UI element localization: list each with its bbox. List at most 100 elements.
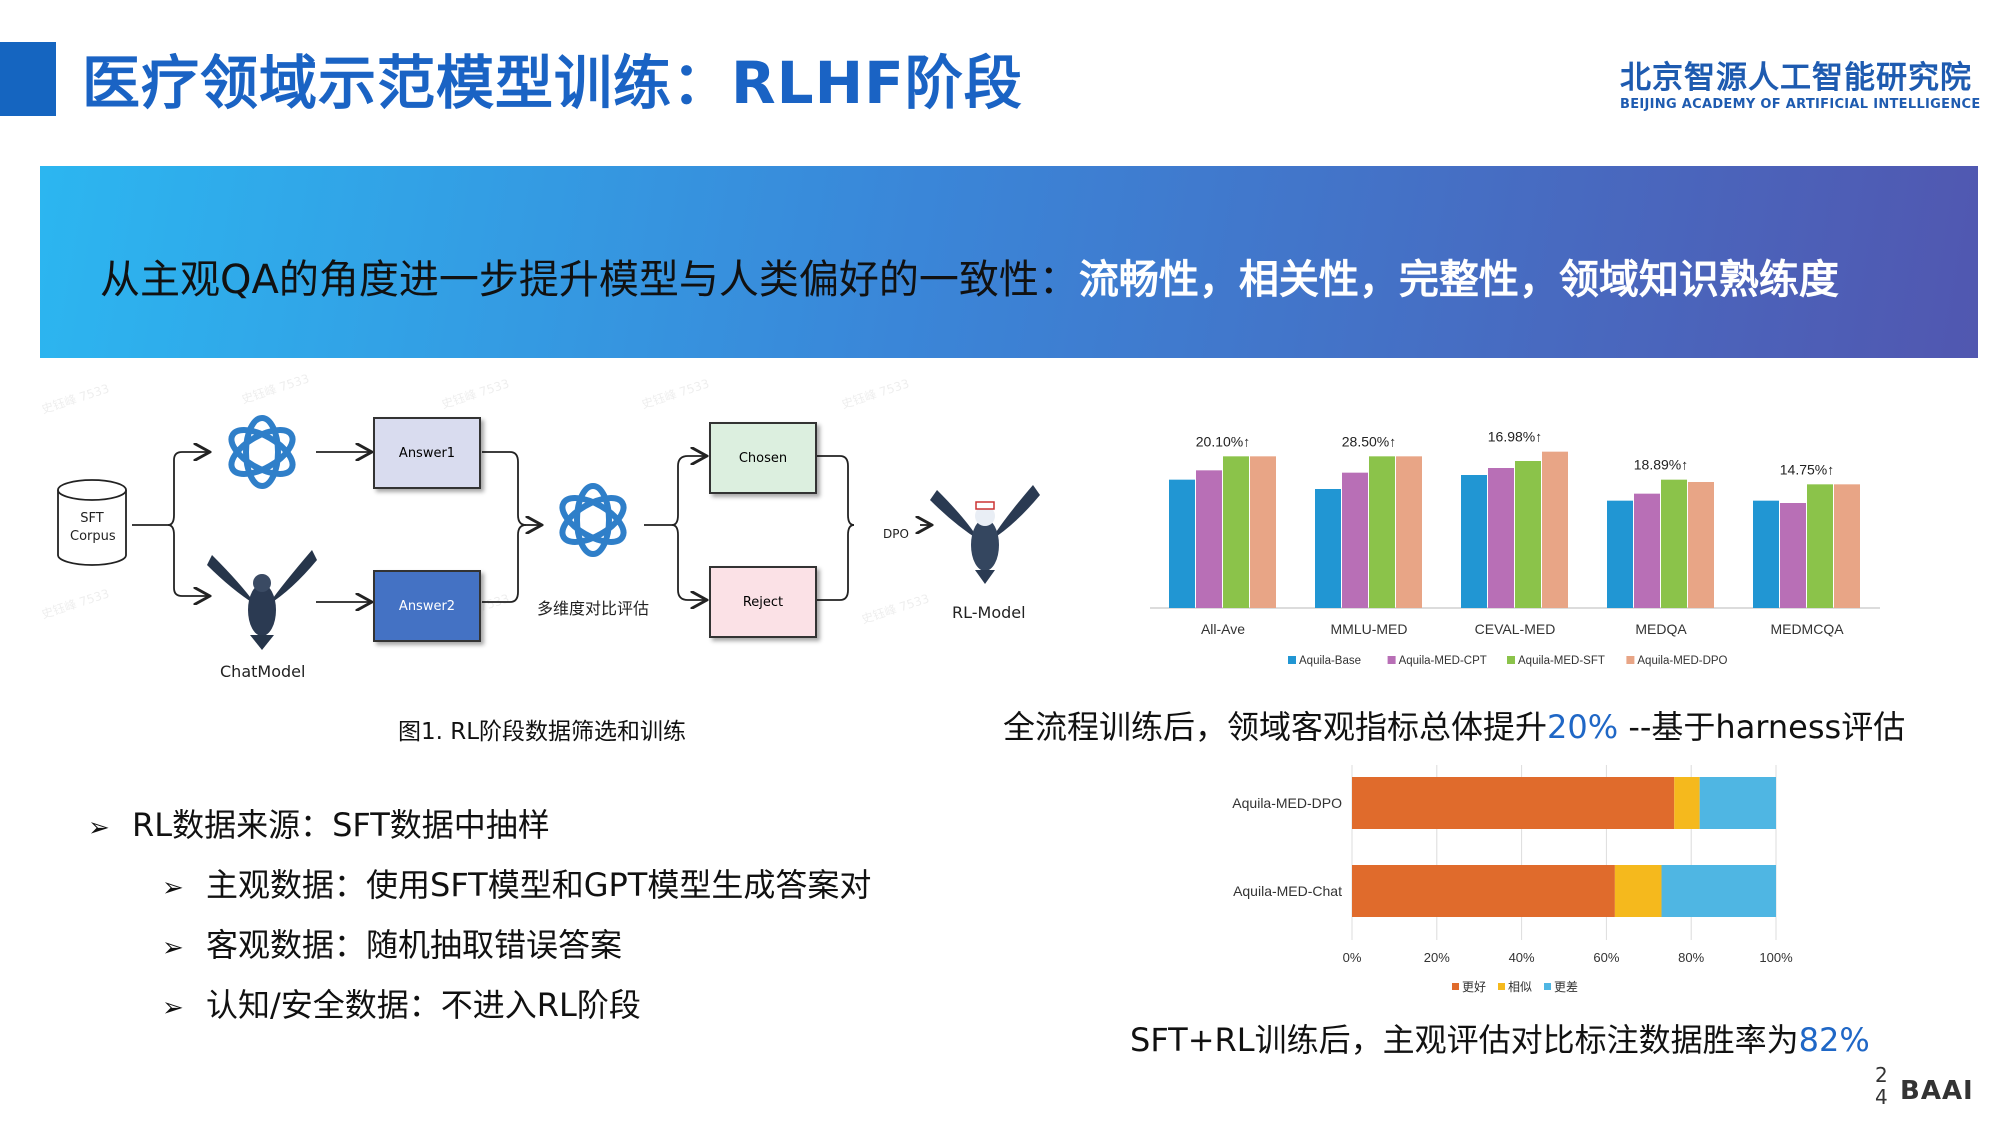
legend-label: Aquila-Base [1299, 655, 1361, 667]
arrow-bullet-icon: ➢ [162, 873, 184, 903]
stacked-bar-segment [1352, 777, 1675, 829]
data-annotation: 28.50%↑ [1342, 433, 1396, 449]
database-icon [57, 479, 127, 566]
x-tick-label: MMLU-MED [1331, 621, 1408, 637]
stacked-bar-segment [1674, 777, 1700, 829]
caption-prefix: 全流程训练后，领域客观指标总体提升 [1003, 708, 1548, 746]
banner-text-highlight: 流畅性，相关性，完整性，领域知识熟练度 [1078, 257, 1839, 303]
page-title: 医疗领域示范模型训练：RLHF阶段 [82, 49, 1023, 117]
x-tick-label: 60% [1593, 950, 1619, 965]
legend-label: 更差 [1554, 980, 1578, 994]
bar-chart-caption: 全流程训练后，领域客观指标总体提升20% --基于harness评估 [1003, 702, 1905, 748]
legend-label: Aquila-MED-DPO [1637, 655, 1727, 667]
bar [1542, 451, 1568, 608]
x-tick-label: 80% [1678, 950, 1704, 965]
bar [1342, 472, 1368, 608]
openai-logo-icon [559, 483, 627, 557]
bullet-objective: ➢ 客观数据：随机抽取错误答案 [162, 920, 622, 966]
bar [1688, 482, 1714, 608]
banner-text-plain: 从主观QA的角度进一步提升模型与人类偏好的一致性： [100, 257, 1079, 303]
legend-label: Aquila-MED-SFT [1518, 655, 1605, 667]
data-annotation: 16.98%↑ [1488, 429, 1542, 445]
eagle-icon [207, 550, 317, 650]
bar [1315, 489, 1341, 608]
baai-logo: BAAI [1900, 1076, 1974, 1106]
legend-swatch [1387, 656, 1396, 664]
flow-diagram: SFT Corpus Answer1 Answer2 Chosen Reject… [40, 390, 1060, 710]
legend-swatch [1626, 656, 1635, 664]
bullet-safety: ➢ 认知/安全数据：不进入RL阶段 [162, 980, 641, 1026]
x-tick-label: All-Ave [1201, 621, 1245, 637]
x-tick-label: 0% [1343, 950, 1362, 965]
preference-stacked-chart: 0%20%40%60%80%100%Aquila-MED-DPOAquila-M… [1232, 765, 1793, 994]
legend-swatch [1544, 983, 1551, 990]
banner-text: 从主观QA的角度进一步提升模型与人类偏好的一致性：流畅性，相关性，完整性，领域知… [100, 247, 1839, 305]
stacked-bar-segment [1352, 865, 1615, 917]
bar [1807, 484, 1833, 608]
flow-connectors [57, 415, 1040, 650]
legend-label: 相似 [1508, 980, 1532, 994]
bullet-text: 主观数据：使用SFT模型和GPT模型生成答案对 [206, 866, 872, 904]
bar [1780, 503, 1806, 608]
benchmark-bar-chart: All-Ave 20.10%↑ MMLU-MED 28.50%↑ CEVAL-MED 16… [1150, 429, 1880, 667]
sft-corpus-label: SFT Corpus [70, 511, 116, 544]
legend-label: 更好 [1462, 980, 1486, 994]
chosen-label: Chosen [738, 450, 788, 466]
bar [1515, 461, 1541, 608]
stacked-bar-segment [1699, 777, 1776, 829]
org-logo: 北京智源人工智能研究院 BEIJING ACADEMY OF ARTIFICIA… [1620, 52, 1981, 112]
arrow-bullet-icon: ➢ [162, 933, 184, 963]
y-tick-label: Aquila-MED-Chat [1233, 883, 1342, 899]
bar [1169, 479, 1195, 608]
title-accent-bar [0, 42, 56, 116]
chosen-node: Chosen [709, 422, 817, 494]
org-name-cn: 北京智源人工智能研究院 [1620, 60, 1972, 96]
answer2-node: Answer2 [373, 570, 481, 642]
bar [1753, 500, 1779, 608]
arrow-bullet-icon: ➢ [88, 813, 110, 843]
bar [1396, 456, 1422, 608]
stacked-chart-caption: SFT+RL训练后，主观评估对比标注数据胜率为82% [1130, 1015, 1870, 1061]
org-name-en: BEIJING ACADEMY OF ARTIFICIAL INTELLIGEN… [1620, 97, 1981, 112]
bar [1223, 456, 1249, 608]
reject-node: Reject [709, 566, 817, 638]
caption-suffix: --基于harness评估 [1618, 708, 1906, 746]
data-annotation: 20.10%↑ [1196, 433, 1250, 449]
answer1-node: Answer1 [373, 417, 481, 489]
caption-value: 20% [1547, 708, 1619, 746]
bar [1250, 456, 1276, 608]
bullet-subjective: ➢ 主观数据：使用SFT模型和GPT模型生成答案对 [162, 860, 871, 906]
stacked-bar-segment [1661, 865, 1776, 917]
data-annotation: 18.89%↑ [1634, 457, 1688, 473]
bullet-text: RL数据来源：SFT数据中抽样 [132, 806, 550, 844]
x-tick-label: 40% [1509, 950, 1535, 965]
evaluate-label: 多维度对比评估 [537, 599, 650, 618]
page-number: 24 [1875, 1064, 1888, 1108]
bar [1488, 468, 1514, 608]
bar [1369, 456, 1395, 608]
answer1-label: Answer1 [398, 445, 456, 461]
rl-model-label: RL-Model [952, 603, 1026, 622]
dpo-label: DPO [883, 527, 909, 541]
bullet-text: 客观数据：随机抽取错误答案 [206, 926, 623, 964]
bar [1834, 484, 1860, 608]
stacked-bar-segment [1614, 865, 1662, 917]
arrow-bullet-icon: ➢ [162, 993, 184, 1023]
bullet-text: 认知/安全数据：不进入RL阶段 [206, 986, 641, 1024]
bar [1634, 493, 1660, 608]
bar [1607, 500, 1633, 608]
y-tick-label: Aquila-MED-DPO [1232, 795, 1342, 811]
bar [1461, 475, 1487, 608]
legend-swatch [1507, 656, 1515, 664]
legend-swatch [1452, 983, 1459, 990]
x-tick-label: MEDMCQA [1770, 621, 1844, 637]
banner [40, 166, 1978, 358]
reject-label: Reject [742, 594, 784, 610]
legend-swatch [1288, 656, 1296, 664]
x-tick-label: CEVAL-MED [1475, 621, 1556, 637]
bullet-rl-source: ➢ RL数据来源：SFT数据中抽样 [88, 800, 550, 846]
bar [1196, 470, 1222, 608]
legend-label: Aquila-MED-CPT [1399, 655, 1487, 667]
x-tick-label: 100% [1759, 950, 1793, 965]
data-annotation: 14.75%↑ [1780, 461, 1834, 477]
